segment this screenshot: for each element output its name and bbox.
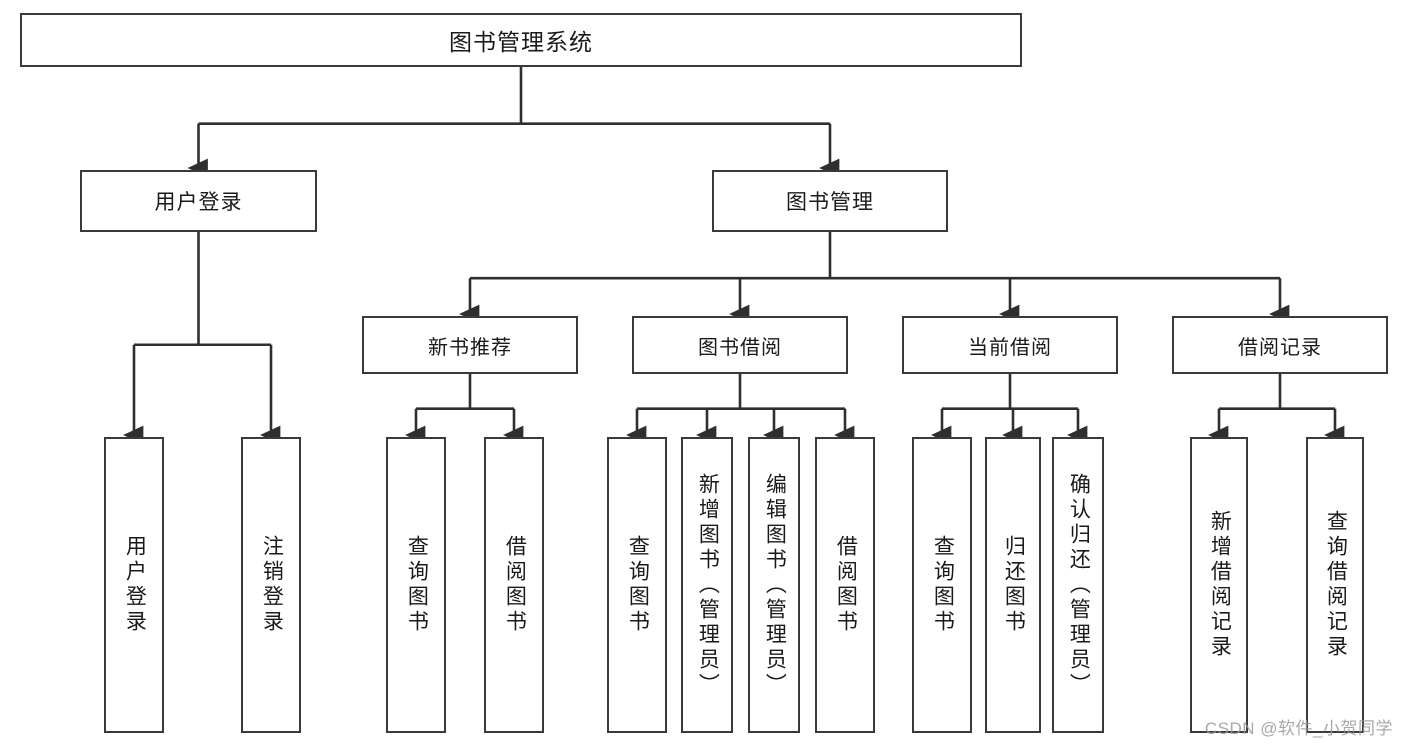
node-label: 用户登录	[123, 535, 147, 635]
node-label: 图书管理	[786, 191, 874, 214]
node-leaf_b2: 借阅图书	[815, 437, 875, 733]
node-leaf_qrec: 查询借阅记录	[1306, 437, 1364, 733]
node-leaf_q1: 查询图书	[386, 437, 446, 733]
node-label: 图书借阅	[698, 336, 782, 359]
node-root: 图书管理系统	[20, 13, 1022, 67]
node-label: 查询图书	[626, 535, 650, 635]
node-leaf_addrec: 新增借阅记录	[1190, 437, 1248, 733]
node-cur_borrow: 当前借阅	[902, 316, 1118, 374]
node-leaf_return: 归还图书	[985, 437, 1041, 733]
node-label: 借阅图书	[834, 535, 858, 635]
node-user_login: 用户登录	[80, 170, 317, 232]
node-borrow_rec: 借阅记录	[1172, 316, 1388, 374]
node-leaf_q3: 查询图书	[912, 437, 972, 733]
node-leaf_q2: 查询图书	[607, 437, 667, 733]
node-label: 注销登录	[260, 535, 284, 635]
node-label: 用户登录	[154, 191, 243, 214]
watermark-text: CSDN @软件_小贺同学	[1204, 719, 1393, 738]
node-label: 查询借阅记录	[1324, 510, 1348, 660]
node-label: 借阅图书	[503, 535, 527, 635]
node-leaf_b1: 借阅图书	[484, 437, 544, 733]
node-leaf_logout: 注销登录	[241, 437, 301, 733]
node-label: 查询图书	[405, 535, 429, 635]
node-leaf_login: 用户登录	[104, 437, 164, 733]
node-label: 编辑图书（管理员）	[763, 472, 787, 698]
node-leaf_edit: 编辑图书（管理员）	[748, 437, 800, 733]
node-label: 查询图书	[931, 535, 955, 635]
node-new_rec: 新书推荐	[362, 316, 578, 374]
node-leaf_confirm: 确认归还（管理员）	[1052, 437, 1104, 733]
node-label: 当前借阅	[968, 336, 1052, 359]
node-label: 确认归还（管理员）	[1067, 472, 1091, 698]
node-label: 图书管理系统	[449, 29, 593, 55]
node-label: 新书推荐	[428, 336, 512, 359]
node-label: 借阅记录	[1238, 336, 1322, 359]
node-label: 新增借阅记录	[1208, 510, 1232, 660]
node-label: 归还图书	[1002, 535, 1026, 635]
node-book_mgmt: 图书管理	[712, 170, 948, 232]
node-label: 新增图书（管理员）	[696, 472, 720, 698]
node-leaf_add: 新增图书（管理员）	[681, 437, 733, 733]
node-book_borrow: 图书借阅	[632, 316, 848, 374]
